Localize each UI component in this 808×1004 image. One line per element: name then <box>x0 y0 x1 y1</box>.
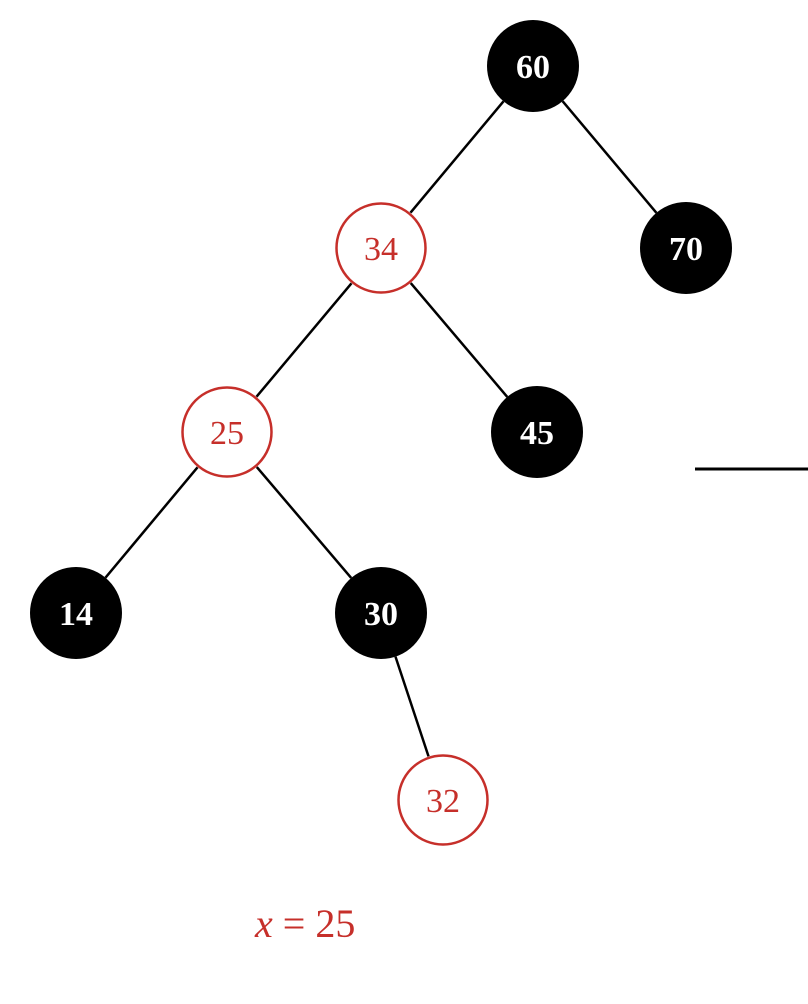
node-label-30: 30 <box>364 596 398 633</box>
node-circle-34 <box>335 202 427 294</box>
node-label-45: 45 <box>520 415 554 452</box>
current-node-caption: x = 25 <box>255 900 355 947</box>
node-circle-32 <box>397 754 489 846</box>
caption-value: 25 <box>315 901 356 946</box>
edge-25-14 <box>104 466 199 579</box>
node-circle-60 <box>487 20 579 112</box>
node-label-32: 32 <box>426 783 460 820</box>
node-circle-70 <box>640 202 732 294</box>
node-label-70: 70 <box>669 231 703 268</box>
caption-operator: = <box>282 901 306 946</box>
tree-edges <box>104 100 658 757</box>
node-label-60: 60 <box>516 49 550 86</box>
node-label-34: 34 <box>364 231 398 268</box>
node-circle-30 <box>335 567 427 659</box>
edge-30-32 <box>394 656 430 757</box>
tree-node-70: 70 <box>640 202 732 294</box>
node-label-14: 14 <box>59 596 93 633</box>
tree-node-14: 14 <box>30 567 122 659</box>
node-circle-14 <box>30 567 122 659</box>
caption-variable: x <box>255 901 273 946</box>
node-circle-25 <box>181 386 273 478</box>
tree-node-30: 30 <box>335 567 427 659</box>
tree-nodes: 60 34 70 25 45 14 30 32 <box>30 20 732 846</box>
tree-node-34: 34 <box>335 202 427 294</box>
tree-node-25: 25 <box>181 386 273 478</box>
tree-node-45: 45 <box>491 386 583 478</box>
edge-34-45 <box>409 282 509 398</box>
node-label-25: 25 <box>210 415 244 452</box>
edge-60-70 <box>561 100 658 214</box>
node-circle-45 <box>491 386 583 478</box>
edge-60-34 <box>409 100 505 214</box>
tree-node-32: 32 <box>397 754 489 846</box>
edge-25-30 <box>255 466 353 579</box>
edge-34-25 <box>255 282 353 398</box>
tree-node-60: 60 <box>487 20 579 112</box>
